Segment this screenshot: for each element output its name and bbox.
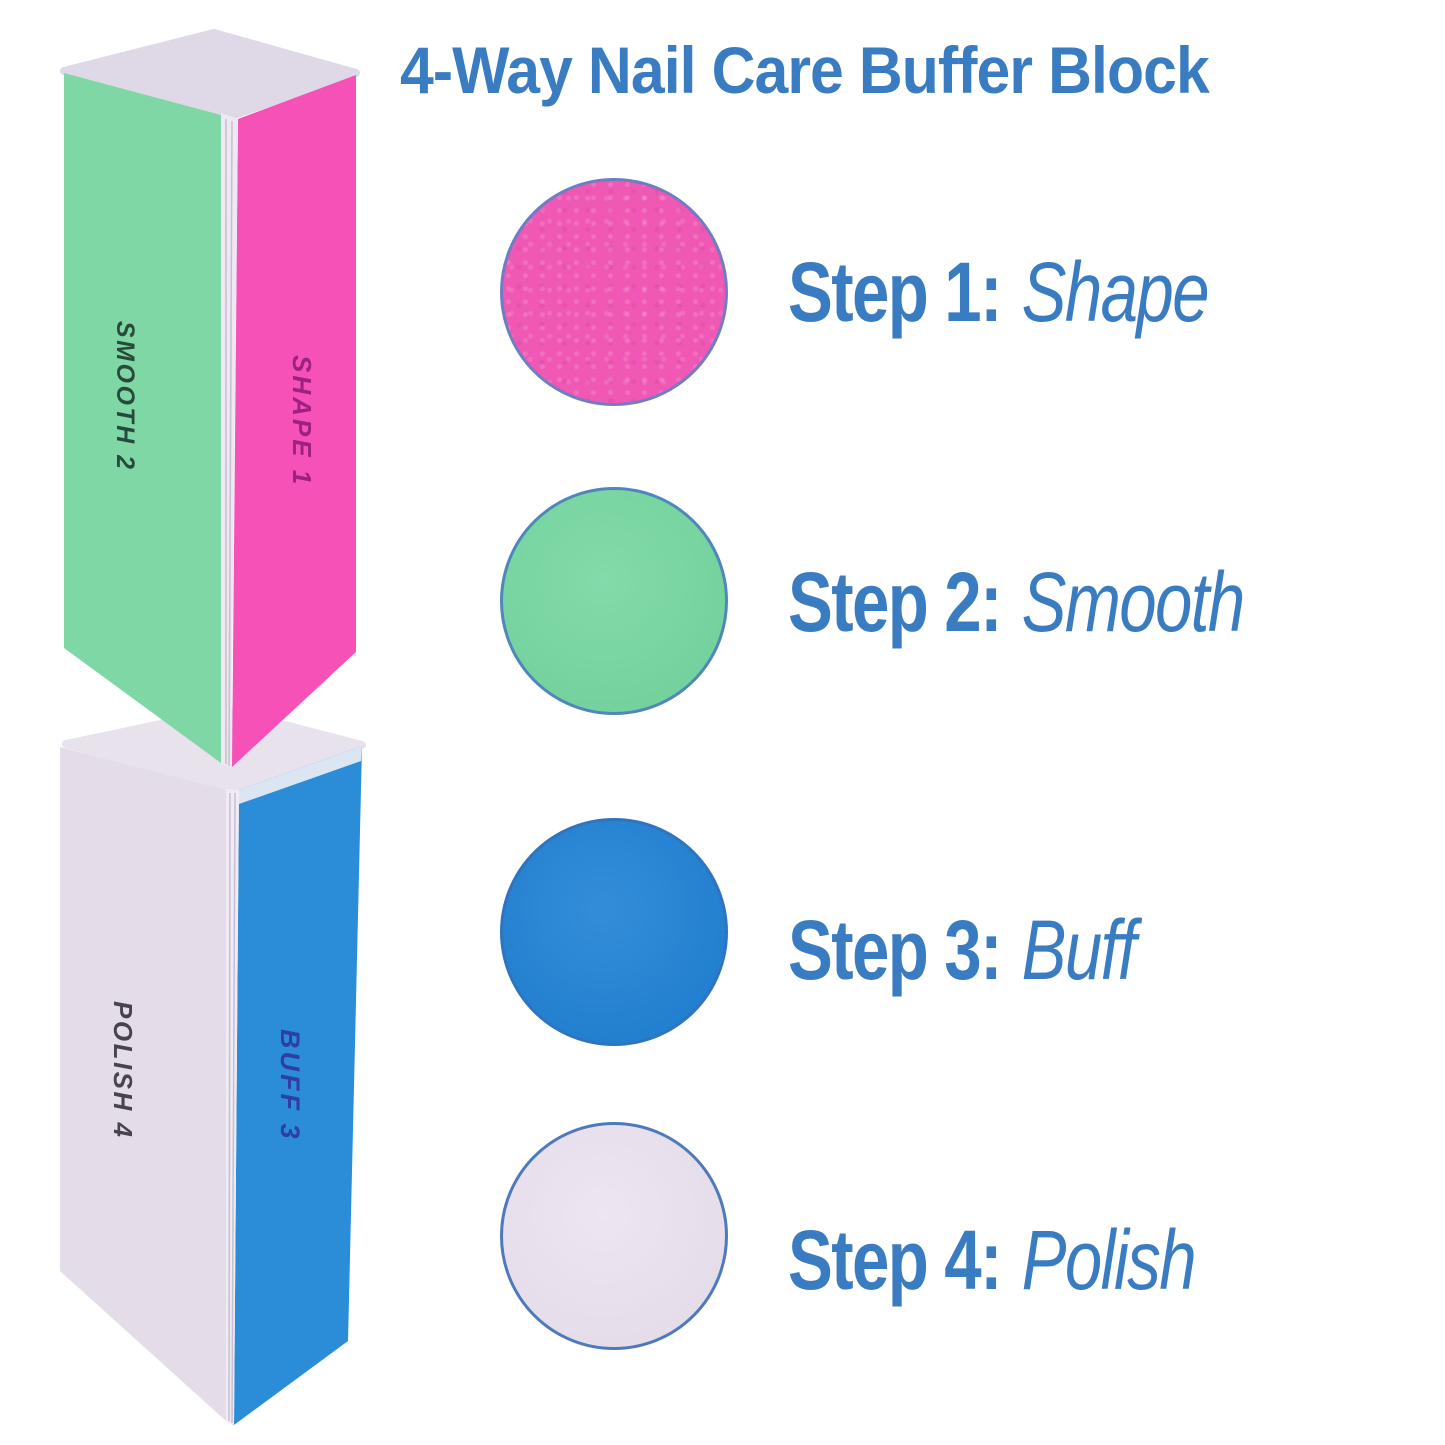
- top-block-top-face: [60, 29, 360, 121]
- step-1-label: Step 1:: [788, 245, 1002, 339]
- step-4-name: Polish: [1021, 1213, 1197, 1307]
- bottom-block-edge-seam: [228, 792, 231, 1422]
- smooth-face-label: SMOOTH 2: [111, 321, 139, 472]
- step-1-shape-swatch: [500, 178, 728, 406]
- step-3-caption: Step 3: Buff: [788, 903, 1137, 997]
- step-4-caption: Step 4: Polish: [788, 1213, 1197, 1307]
- top-buffer-block: SMOOTH 2 SHAPE 1: [60, 29, 360, 769]
- bottom-buffer-block: POLISH 4 BUFF 3: [60, 706, 366, 1426]
- step-3-buff-swatch: [500, 818, 728, 1046]
- top-block-smooth-face: [64, 73, 221, 763]
- page-title: 4-Way Nail Care Buffer Block: [400, 33, 1210, 107]
- step-2-smooth-swatch: [500, 487, 728, 715]
- top-block-edge-seam: [228, 120, 233, 767]
- shape-face-label: SHAPE 1: [287, 355, 317, 487]
- bottom-block-polish-face: [60, 747, 226, 1421]
- step-2-caption: Step 2: Smooth: [788, 555, 1246, 649]
- step-2-name: Smooth: [1021, 555, 1246, 649]
- bottom-block-edge-seam: [231, 792, 236, 1424]
- step-3-label: Step 3:: [788, 903, 1002, 997]
- step-1-caption: Step 1: Shape: [788, 245, 1210, 339]
- step-3-name: Buff: [1021, 903, 1137, 997]
- bottom-block-buff-face: [234, 746, 362, 1425]
- step-4-label: Step 4:: [788, 1213, 1002, 1307]
- buffer-blocks-photo: POLISH 4 BUFF 3 SMOOTH 2 SHAPE 1: [60, 29, 366, 1426]
- step-2-label: Step 2:: [788, 555, 1002, 649]
- top-block-shape-face: [232, 75, 356, 767]
- step-4-polish-swatch: [500, 1122, 728, 1350]
- buff-face-label: BUFF 3: [275, 1029, 305, 1142]
- polish-face-label: POLISH 4: [108, 1001, 138, 1139]
- bottom-block-buff-face-top-sliver: [239, 746, 362, 804]
- step-1-name: Shape: [1021, 245, 1210, 339]
